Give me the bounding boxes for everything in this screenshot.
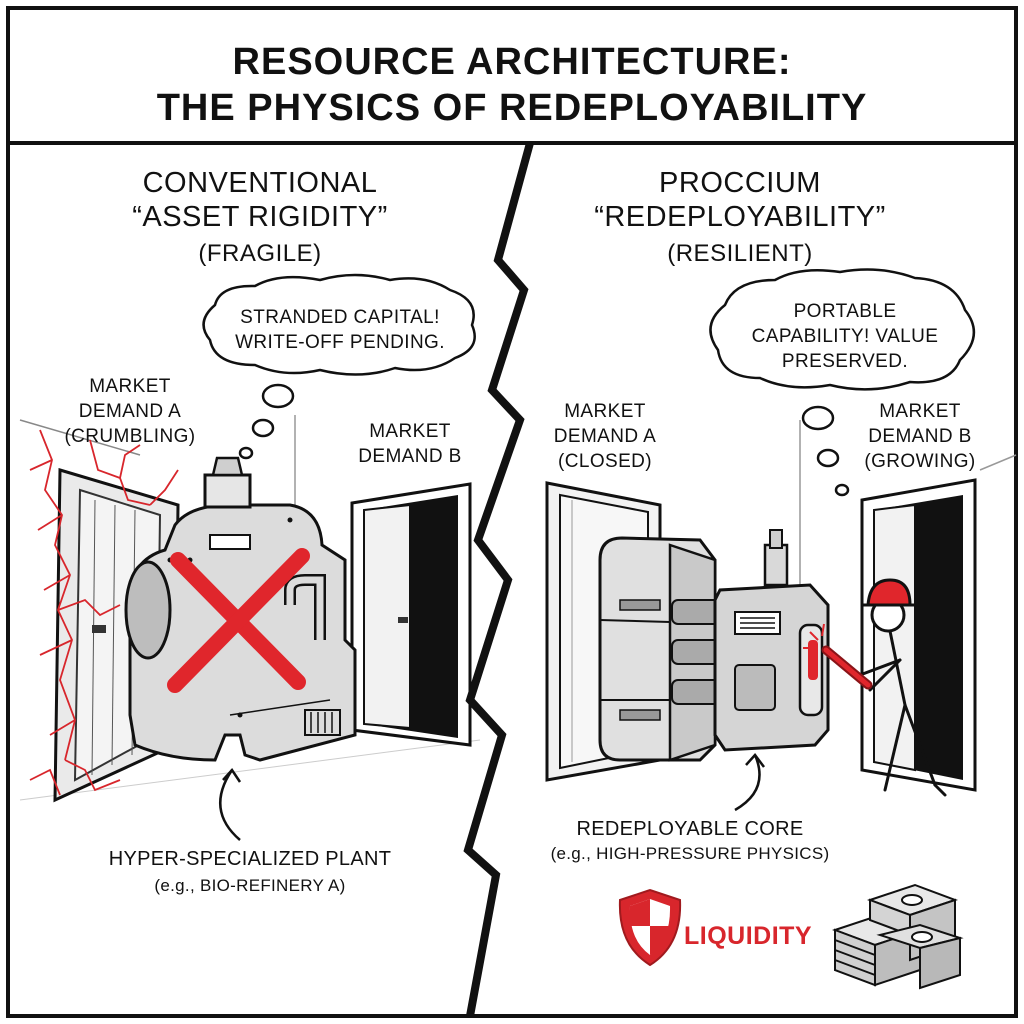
left-heading-line-1: CONVENTIONAL bbox=[142, 167, 378, 199]
core-caption-arrow bbox=[734, 754, 761, 812]
right-caption: REDEPLOYABLE CORE bbox=[576, 818, 804, 840]
left-door-a-line-1: MARKET bbox=[89, 376, 171, 397]
right-thought-line-2: CAPABILITY! VALUE bbox=[751, 326, 939, 347]
left-thought-line-1: STRANDED CAPITAL! bbox=[240, 307, 440, 328]
redeployable-core bbox=[598, 529, 830, 762]
left-subheading: (FRAGILE) bbox=[198, 240, 322, 267]
left-caption-sub: (e.g., BIO-REFINERY A) bbox=[154, 876, 346, 895]
left-door-b-line-1: MARKET bbox=[369, 421, 451, 442]
technician-figure bbox=[858, 578, 947, 797]
right-door-b-line-3: (GROWING) bbox=[864, 451, 976, 472]
left-door-b-line-2: DEMAND B bbox=[358, 446, 462, 467]
left-thought-line-2: WRITE-OFF PENDING. bbox=[235, 332, 445, 353]
right-door-a-line-3: (CLOSED) bbox=[558, 451, 652, 472]
right-caption-sub: (e.g., HIGH-PRESSURE PHYSICS) bbox=[550, 844, 830, 863]
left-door-a-line-3: (CRUMBLING) bbox=[64, 426, 196, 447]
left-heading-line-2: “ASSET RIGIDITY” bbox=[132, 201, 388, 233]
title-line-1: RESOURCE ARCHITECTURE: bbox=[232, 41, 792, 83]
lightning-divider bbox=[463, 141, 534, 1017]
left-thought-bubble-shape bbox=[202, 273, 476, 460]
right-door-a-line-1: MARKET bbox=[564, 401, 646, 422]
right-thought-bubble-shape bbox=[709, 268, 975, 497]
right-door-b-line-2: DEMAND B bbox=[868, 426, 972, 447]
red-x-icon bbox=[167, 548, 310, 693]
right-thought-line-3: PRESERVED. bbox=[781, 351, 909, 372]
right-thought-line-1: PORTABLE bbox=[793, 301, 897, 322]
right-heading-line-2: “REDEPLOYABILITY” bbox=[594, 201, 886, 233]
open-door-b-left bbox=[350, 482, 472, 747]
left-door-a-line-2: DEMAND A bbox=[78, 401, 182, 422]
open-door-b-right bbox=[860, 478, 977, 792]
hard-hat-icon bbox=[866, 578, 912, 607]
right-heading-line-1: PROCCIUM bbox=[659, 167, 821, 199]
plant-caption-arrow bbox=[219, 769, 241, 841]
shield-icon bbox=[618, 888, 682, 967]
right-panel-art bbox=[545, 420, 1017, 812]
right-door-b-line-1: MARKET bbox=[879, 401, 961, 422]
title-line-2: THE PHYSICS OF REDEPLOYABILITY bbox=[156, 87, 868, 129]
cash-stack-icon bbox=[832, 883, 964, 990]
liquidity-label: LIQUIDITY bbox=[684, 922, 813, 950]
right-subheading: (RESILIENT) bbox=[667, 240, 813, 267]
left-panel-art bbox=[19, 415, 481, 841]
right-door-a-line-2: DEMAND A bbox=[553, 426, 657, 447]
left-caption: HYPER-SPECIALIZED PLANT bbox=[108, 848, 392, 870]
